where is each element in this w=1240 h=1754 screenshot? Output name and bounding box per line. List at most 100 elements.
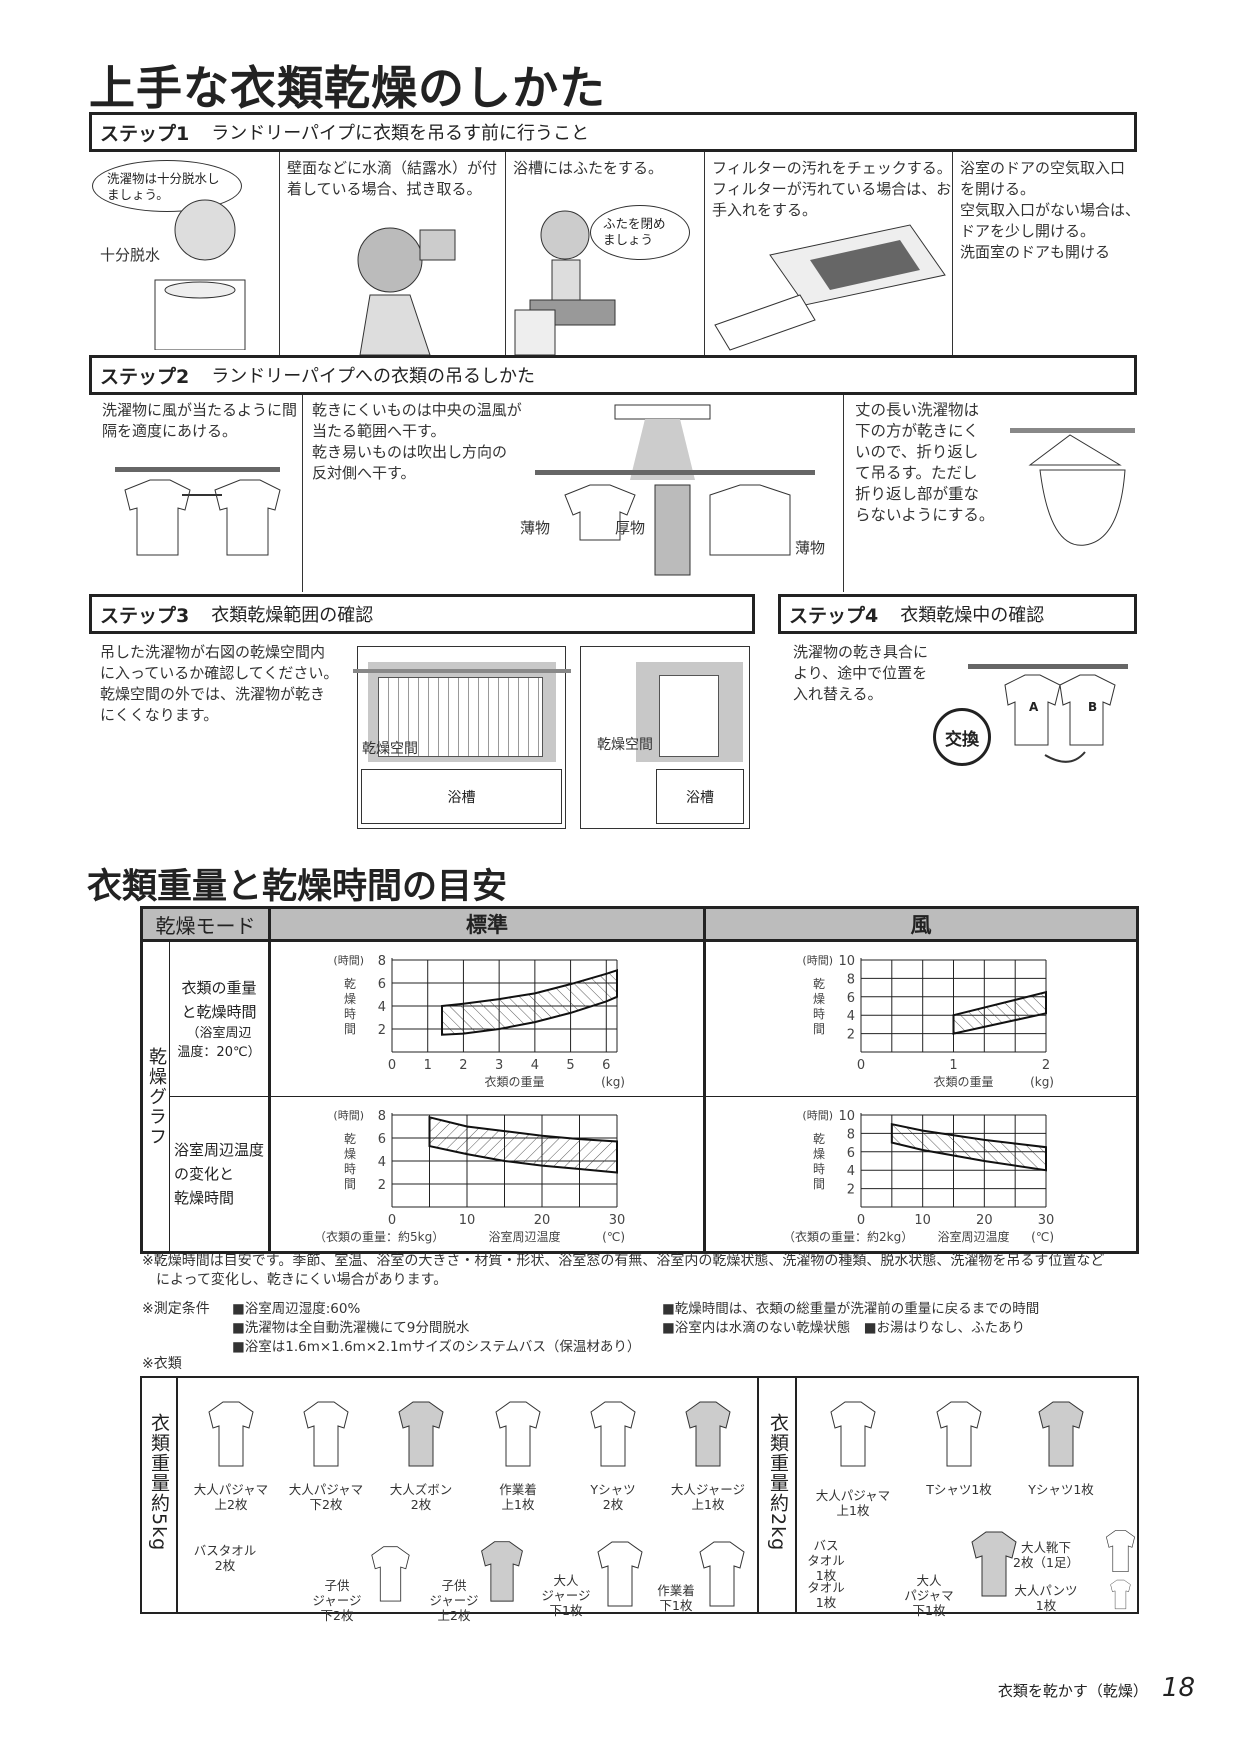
line: 2枚（1足） (1013, 1555, 1079, 1570)
clothing-icon (699, 1541, 745, 1607)
line: 乾燥時間 (174, 1189, 235, 1207)
divider (843, 395, 844, 592)
y-axis-label-char: 燥 (344, 1147, 356, 1161)
line: 作業着 (657, 1583, 695, 1598)
line: 大人パジャマ (288, 1482, 364, 1497)
line: 折り返し部が重な (855, 485, 980, 503)
x-tick-label: 10 (459, 1213, 476, 1228)
laundry-pipe (353, 669, 571, 673)
clothing-label: 大人パジャマ下1枚 (904, 1573, 953, 1618)
line: ※乾燥時間は目安です。季節、室温、浴室の大きさ・材質・形状、浴室窓の有無、浴室内… (142, 1253, 1105, 1269)
drying-time-band (441, 968, 618, 1036)
y-tick-label: 2 (847, 1183, 855, 1198)
clothing-icon (685, 1401, 731, 1467)
x-tick-label: 6 (602, 1058, 610, 1073)
step3-text: 吊した洗濯物が右図の乾燥空間内に入っているか確認してください。乾燥空間の外では、… (100, 642, 338, 726)
y-tick-label: 6 (847, 991, 855, 1006)
speech-bubble: ふたを閉めましょう (590, 205, 690, 260)
line: Yシャツ1枚 (1028, 1482, 1094, 1497)
clothing-label: 子供ジャージ上2枚 (429, 1578, 478, 1623)
line: 大人 (553, 1573, 579, 1588)
line: 大人 (916, 1573, 942, 1588)
x-tick-label: 0 (857, 1058, 865, 1073)
wiping-wall-illustration (357, 227, 456, 355)
drying-time-band (890, 1122, 1047, 1172)
x-tick-label: 10 (914, 1213, 931, 1228)
weight-note: （衣類の重量：約5kg） (314, 1229, 444, 1244)
drying-time-note: ※乾燥時間は目安です。季節、室温、浴室の大きさ・材質・形状、浴室窓の有無、浴室内… (142, 1252, 1104, 1290)
line: を開ける。 (960, 180, 1036, 198)
y-axis-label-char: 時 (813, 1007, 825, 1021)
conditions-left: ■浴室周辺湿度:60%■洗濯物は全自動洗濯機にて9分間脱水■浴室は1.6m×1.… (232, 1300, 640, 1357)
divider (795, 1378, 797, 1612)
set2-label: 衣類重量約2kg (767, 1413, 789, 1552)
line: 上1枚 (836, 1503, 870, 1518)
line: バスタオル (193, 1543, 257, 1558)
line: 上1枚 (501, 1497, 535, 1512)
line: 下1枚 (659, 1598, 693, 1613)
clothing-label: 大人パジャマ上2枚 (194, 1482, 268, 1512)
line: タオル (807, 1553, 845, 1568)
line: 大人パジャマ (815, 1488, 891, 1503)
line: 下2枚 (320, 1608, 354, 1623)
line: 1枚 (815, 1595, 837, 1610)
y-tick-label: 8 (847, 972, 855, 987)
section-title: 衣類重量と乾燥時間の目安 (87, 867, 508, 907)
line: パジャマ (904, 1588, 954, 1603)
step1-title: ランドリーパイプに衣類を吊るす前に行うこと (211, 123, 590, 144)
line: Tシャツ1枚 (926, 1482, 992, 1497)
line: らないようにする。 (855, 506, 995, 524)
clothing-icon (303, 1401, 349, 1467)
x-unit: (℃) (1031, 1230, 1054, 1244)
line: 大人靴下 (1020, 1540, 1071, 1555)
x-tick-label: 3 (495, 1058, 503, 1073)
hanging-clothes (378, 677, 543, 757)
y-axis-label-char: 時 (344, 1007, 356, 1021)
line: に入っているか確認してください。 (100, 664, 339, 682)
y-axis-label-char: 乾 (813, 1132, 825, 1146)
x-tick-label: 5 (566, 1058, 574, 1073)
clothing-label: 大人パジャマ下2枚 (289, 1482, 363, 1512)
clothing-label: Tシャツ1枚 (926, 1482, 992, 1497)
drying-space-diagram-wide: 乾燥空間 浴槽 (353, 646, 571, 829)
y-tick-label: 6 (378, 977, 386, 992)
line: （浴室周辺 (186, 1026, 252, 1041)
step4-title: 衣類乾燥中の確認 (900, 605, 1045, 626)
y-axis-label-char: 間 (344, 1022, 356, 1036)
standard-header: 標準 (269, 907, 706, 942)
x-tick-label: 4 (531, 1058, 539, 1073)
x-axis-label: 浴室周辺温度 (937, 1229, 1009, 1244)
drying-time-band (952, 990, 1047, 1035)
x-tick-label: 2 (1042, 1058, 1050, 1073)
divider (952, 152, 953, 355)
line: ジャージ (541, 1588, 591, 1603)
drying-time-band (428, 1116, 618, 1174)
step2-label: ステップ2 (100, 365, 190, 388)
side-label-cell: 乾燥グラフ (141, 940, 170, 1253)
clothing-icon (208, 1401, 254, 1467)
line: 大人ジャージ (670, 1482, 746, 1497)
clothing-icon (936, 1401, 982, 1467)
line: 大人パンツ (1014, 1583, 1078, 1598)
line: タオル (807, 1580, 845, 1595)
line: 大人ズボン (389, 1482, 453, 1497)
clothing-icon (1038, 1401, 1084, 1467)
line: 洗濯物の乾き具合に (793, 643, 929, 661)
step3-title: 衣類乾燥範囲の確認 (211, 605, 374, 626)
x-tick-label: 0 (388, 1058, 396, 1073)
y-unit: (時間) (333, 954, 364, 967)
panel-text: 丈の長い洗濯物は下の方が乾きにくいので、折り返して吊るす。ただし折り返し部が重な… (855, 400, 994, 526)
page-number: 18 (1161, 1673, 1195, 1703)
y-unit: (時間) (802, 1109, 833, 1122)
tub-label: 浴槽 (686, 789, 714, 806)
y-tick-label: 8 (378, 954, 386, 969)
y-axis-label-char: 間 (813, 1022, 825, 1036)
